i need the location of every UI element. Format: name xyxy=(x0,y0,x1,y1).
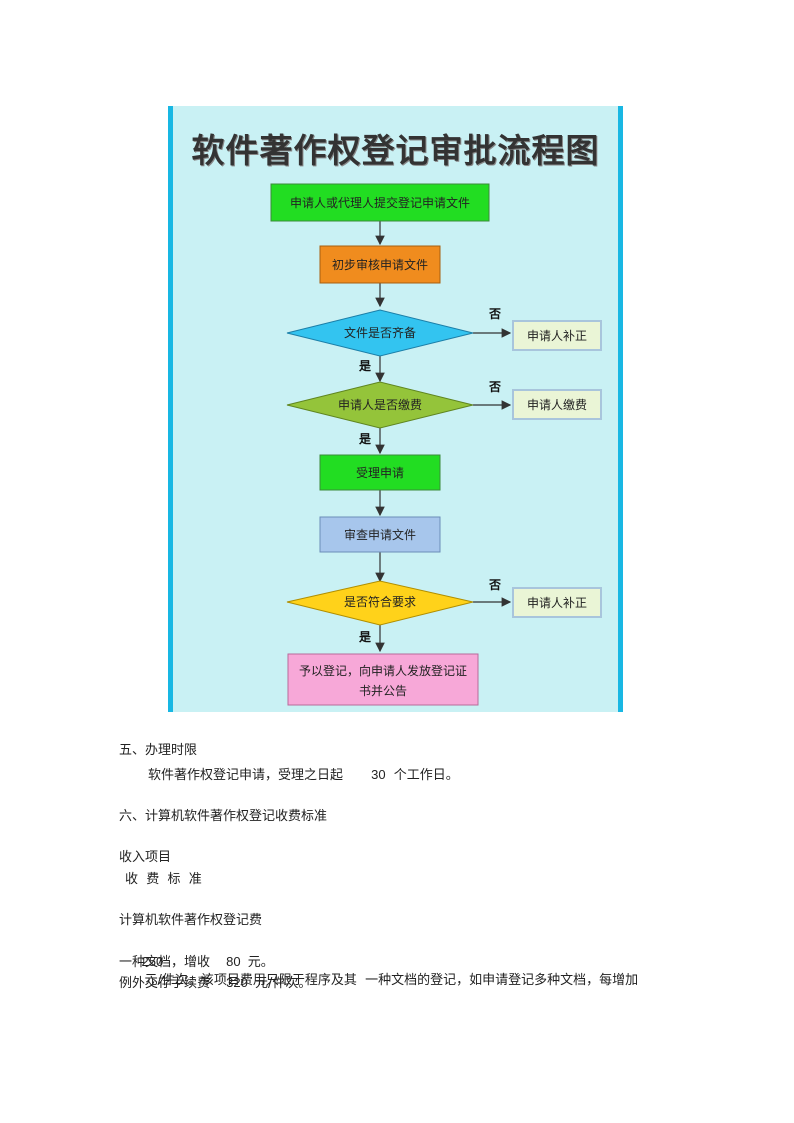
deposit-fee-a: 例外交存手续费 xyxy=(119,976,211,991)
side-box-pay-fee: 申请人缴费 xyxy=(512,389,602,420)
registration-fee-line1-rest: 元/件次。该项目费用只限于程序及其 一种文档的登记，如申请登记多种文档，每增加 xyxy=(144,973,639,988)
step-register-line1: 予以登记，向申请人发放登记证 xyxy=(299,663,467,678)
side-box-supplement-1: 申请人补正 xyxy=(512,320,602,351)
deposit-fee-b: 元/件次。 xyxy=(255,976,312,991)
side-box-supplement-1-label: 申请人补正 xyxy=(527,329,587,343)
side-box-supplement-2: 申请人补正 xyxy=(512,587,602,618)
registration-fee-line1: 250 元/件次。该项目费用只限于程序及其 一种文档的登记，如申请登记多种文档，… xyxy=(125,935,639,1008)
section5-heading: 五、办理时限 xyxy=(119,743,198,758)
registration-fee-line2-a: 一种文档，增收 xyxy=(119,955,211,970)
step-initial-review: 初步审核申请文件 xyxy=(319,245,441,284)
no-label-1: 否 xyxy=(488,307,501,321)
flowchart-diagram: 申请人或代理人提交登记申请文件 初步审核申请文件 文件是否齐备 申请人是否缴费 … xyxy=(270,183,602,706)
yes-label-2: 是 xyxy=(358,432,372,446)
section6-heading: 六、计算机软件著作权登记收费标准 xyxy=(119,809,328,824)
decision-docs-complete: 文件是否齐备 xyxy=(286,309,474,357)
side-box-supplement-2-label: 申请人补正 xyxy=(527,596,587,610)
decision-compliant-label: 是否符合要求 xyxy=(344,594,416,609)
step-register-line2: 书并公告 xyxy=(359,684,407,698)
step-submit: 申请人或代理人提交登记申请文件 xyxy=(270,183,490,222)
registration-fee-line2: 一种文档，增收 80 元。 xyxy=(119,953,274,972)
section5-days: 30 xyxy=(371,767,386,782)
step-accept: 受理申请 xyxy=(319,454,441,491)
decision-fee-paid: 申请人是否缴费 xyxy=(286,381,474,429)
no-label-2: 否 xyxy=(488,380,501,394)
side-box-pay-fee-label: 申请人缴费 xyxy=(527,397,587,412)
deposit-fee-line: 例外交存手续费 320 元/件次。 xyxy=(119,974,311,993)
deposit-fee-amount: 320 xyxy=(226,975,248,990)
income-item-label: 收入项目 xyxy=(119,850,172,865)
decision-docs-complete-label: 文件是否齐备 xyxy=(344,325,416,340)
registration-fee-amount: 250 xyxy=(141,954,164,969)
step-accept-label: 受理申请 xyxy=(356,466,404,480)
yes-label-3: 是 xyxy=(358,630,372,644)
flow-connectors xyxy=(375,221,512,653)
step-examine-label: 审查申请文件 xyxy=(344,527,416,542)
step-submit-label: 申请人或代理人提交登记申请文件 xyxy=(290,195,470,210)
fee-standard-label: 收 费 标 准 xyxy=(125,872,202,887)
step-initial-review-label: 初步审核申请文件 xyxy=(332,257,428,272)
step-register: 予以登记，向申请人发放登记证 书并公告 xyxy=(287,653,479,706)
no-label-3: 否 xyxy=(488,578,501,592)
registration-fee-extra: 80 xyxy=(226,954,241,969)
section5-text-b: 个工作日。 xyxy=(393,768,459,783)
section5-paragraph: 软件著作权登记申请，受理之日起 30 个工作日。 xyxy=(148,766,459,785)
registration-fee-title: 计算机软件著作权登记费 xyxy=(119,913,263,928)
decision-compliant: 是否符合要求 xyxy=(286,580,474,626)
decision-fee-paid-label: 申请人是否缴费 xyxy=(338,397,422,412)
flowchart-panel: 软件著作权登记审批流程图 xyxy=(168,106,623,712)
yes-label-1: 是 xyxy=(358,359,372,373)
registration-fee-line2-b: 元。 xyxy=(247,955,274,970)
section5-text-a: 软件著作权登记申请，受理之日起 xyxy=(148,768,344,783)
step-examine: 审查申请文件 xyxy=(319,516,441,553)
flowchart-title: 软件著作权登记审批流程图 xyxy=(191,131,600,170)
